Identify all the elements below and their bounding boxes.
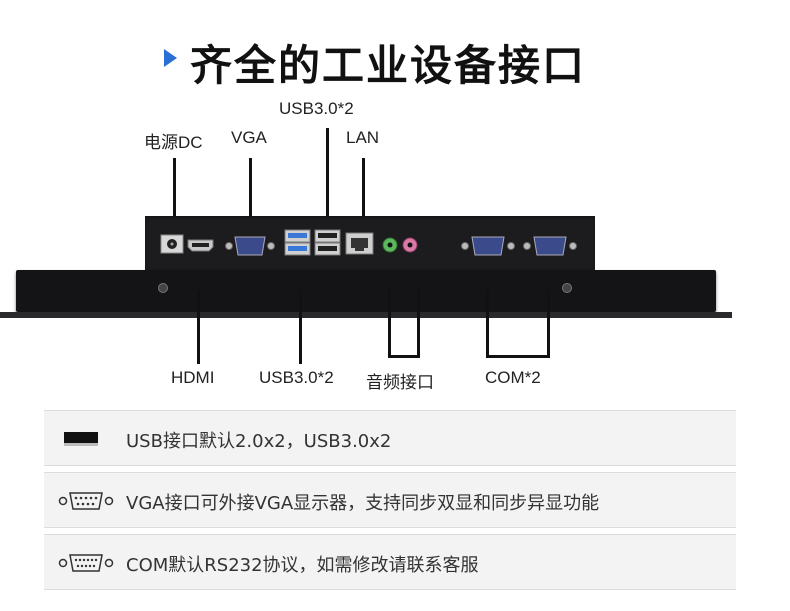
leader-usb-bottom <box>299 290 302 364</box>
screw-left-icon <box>158 283 168 293</box>
dc-port-icon <box>160 234 184 254</box>
label-dc: 电源DC <box>144 133 203 152</box>
feature-text-com: COM默认RS232协议，如需修改请联系客服 <box>126 555 479 576</box>
com-port-icon <box>58 554 114 572</box>
page-title: 齐全的工业设备接口 <box>190 41 587 90</box>
feature-item-vga: VGA接口可外接VGA显示器，支持同步双显和同步异显功能 <box>44 472 736 528</box>
usb3-ports-left-icon <box>284 229 311 256</box>
label-com: COM*2 <box>485 368 541 387</box>
feature-list: USB接口默认2.0x2，USB3.0x2 VGA接口可外接VGA显示器，支持同… <box>44 410 736 590</box>
feature-item-com: COM默认RS232协议，如需修改请联系客服 <box>44 534 736 590</box>
leader-com-right <box>547 290 550 358</box>
label-hdmi: HDMI <box>171 368 215 387</box>
usb-port-icon <box>64 432 98 446</box>
label-vga: VGA <box>231 128 267 147</box>
device-front-panel <box>16 270 716 312</box>
lan-port-icon <box>345 232 374 255</box>
leader-vga <box>249 158 252 238</box>
vga-port-icon <box>225 236 275 256</box>
device-base <box>0 312 732 318</box>
feature-item-usb: USB接口默认2.0x2，USB3.0x2 <box>44 410 736 466</box>
label-usb-top: USB3.0*2 <box>279 99 354 118</box>
label-lan: LAN <box>346 128 380 147</box>
label-audio: 音频接口 <box>366 373 434 392</box>
leader-com-left <box>486 290 489 358</box>
title-row: 齐全的工业设备接口 <box>0 28 790 90</box>
leader-dc <box>173 158 176 234</box>
vga-port-icon <box>58 492 114 510</box>
usb2-ports-icon <box>314 229 341 256</box>
leader-audio-left <box>388 290 391 358</box>
audio-green-port-icon <box>382 237 398 253</box>
feature-text-vga: VGA接口可外接VGA显示器，支持同步双显和同步异显功能 <box>126 493 600 514</box>
screw-right-icon <box>562 283 572 293</box>
leader-audio-right <box>417 290 420 358</box>
leader-lan <box>362 158 365 236</box>
leader-hdmi <box>197 290 200 364</box>
feature-text-usb: USB接口默认2.0x2，USB3.0x2 <box>126 431 392 452</box>
leader-com-join <box>486 355 550 358</box>
audio-pink-port-icon <box>402 237 418 253</box>
leader-usb-top <box>326 128 329 234</box>
hdmi-port-icon <box>187 239 214 252</box>
label-usb-bottom: USB3.0*2 <box>259 368 334 387</box>
title-arrow-icon <box>164 49 177 67</box>
leader-audio-join <box>388 355 420 358</box>
com-port-1-icon <box>461 236 515 256</box>
com-port-2-icon <box>523 236 577 256</box>
